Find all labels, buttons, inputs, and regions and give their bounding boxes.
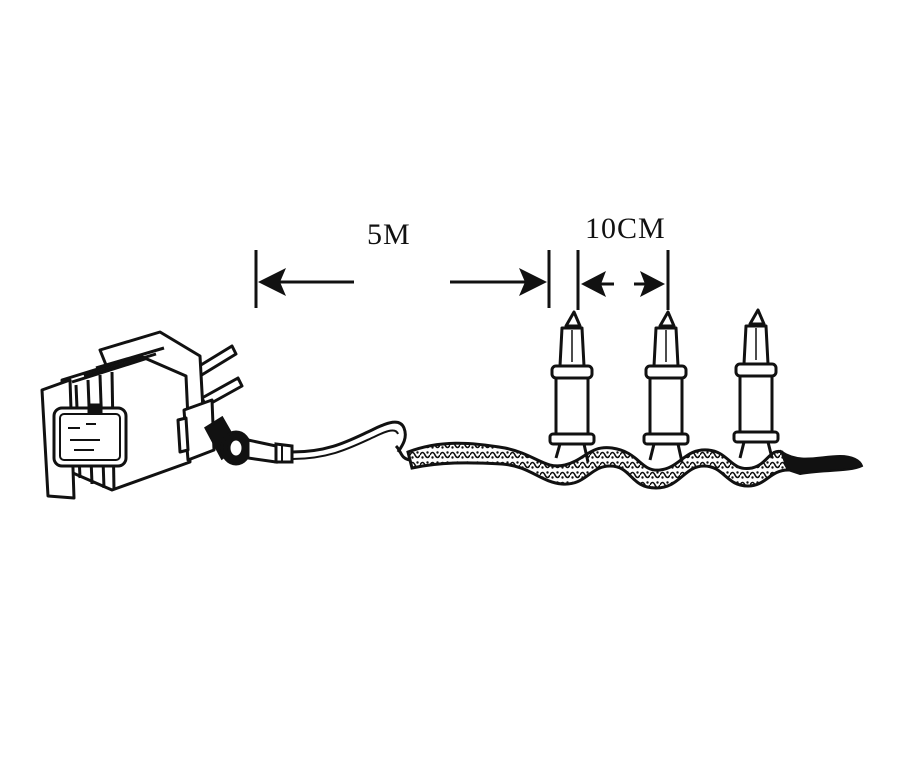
bulb-3 — [732, 308, 780, 444]
dimension-lead-length: 5M — [254, 218, 551, 308]
bulb-2 — [642, 310, 690, 446]
dimension-bulb-spacing: 10CM — [576, 212, 670, 310]
spacing-arrowhead-left — [581, 271, 606, 297]
lead-cable — [291, 420, 411, 462]
cable-connector-icon — [204, 415, 294, 466]
light-bulb-icon — [548, 308, 780, 463]
bulb-1 — [548, 310, 596, 446]
plug-transformer-icon — [40, 330, 244, 500]
spacing-arrowhead-right — [640, 271, 665, 297]
bulb-spacing-label: 10CM — [585, 212, 666, 245]
dimension-arrowhead-left — [258, 268, 286, 296]
lead-length-label: 5M — [367, 218, 411, 251]
braided-light-string — [406, 441, 864, 490]
dimension-arrowhead-right — [519, 268, 547, 296]
